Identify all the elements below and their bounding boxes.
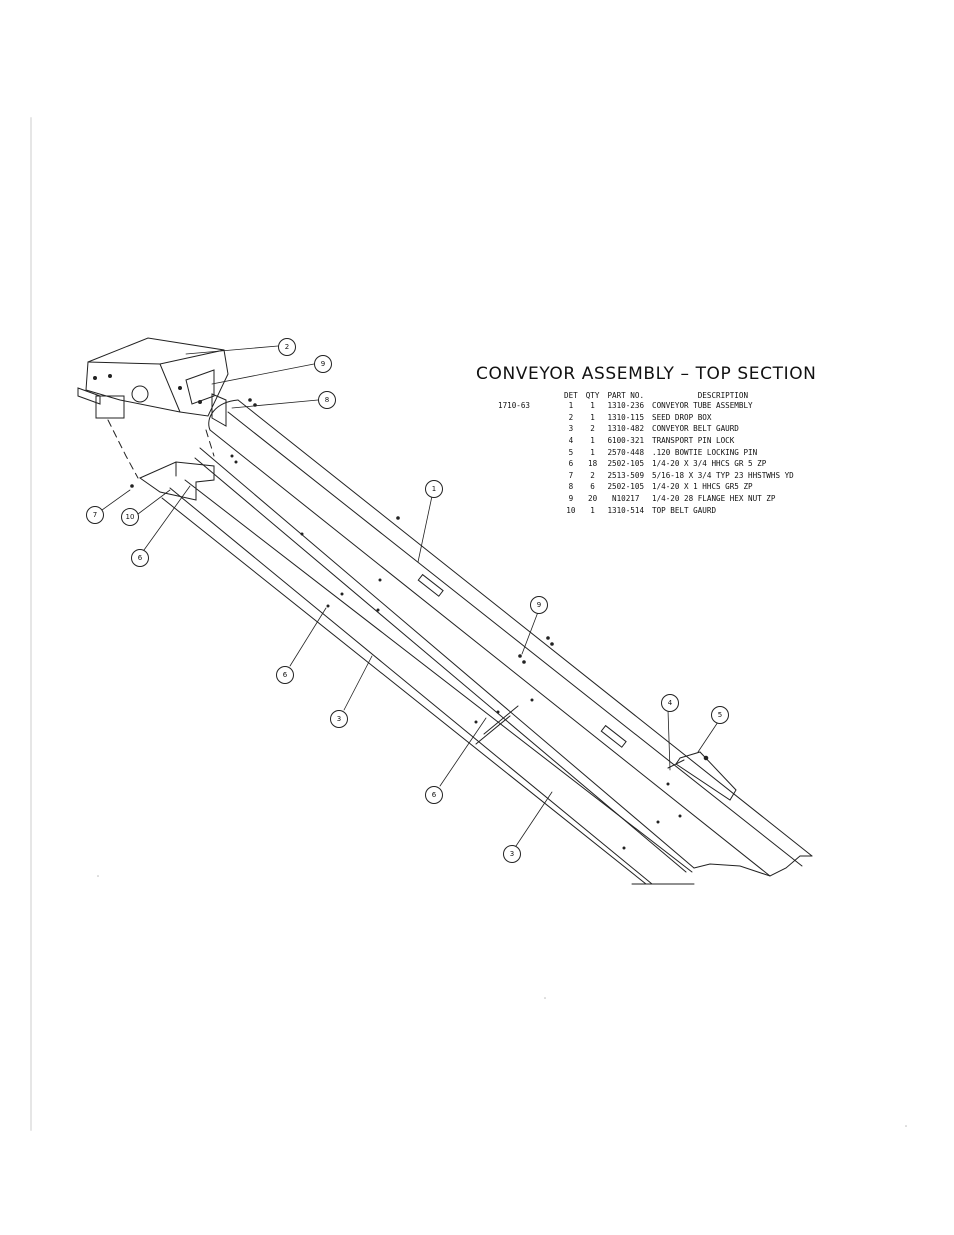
table-row: 9 20 N10217 1/4-20 28 FLANGE HEX NUT ZP: [494, 493, 798, 505]
hardware-dots: [130, 398, 682, 850]
model-spacer: [494, 423, 560, 435]
table-row: 8 6 2502-105 1/4-20 X 1 HHCS GR5 ZP: [494, 481, 798, 493]
model-spacer: [494, 504, 560, 516]
table-row: 6 18 2502-105 1/4-20 X 3/4 HHCS GR 5 ZP: [494, 458, 798, 470]
model-spacer: [494, 481, 560, 493]
model-spacer: [494, 470, 560, 482]
seed-drop-box: [77, 337, 229, 427]
description-cell: CONVEYOR BELT GAURD: [652, 424, 739, 434]
qty-cell: 1: [590, 505, 595, 515]
model-number: 1710-63: [498, 401, 531, 411]
qty-cell: 18: [588, 459, 598, 469]
leader-lines: [101, 345, 719, 847]
scan-specks: [97, 875, 907, 1127]
table-row: 2 1 1310-115 SEED DROP BOX: [494, 412, 798, 424]
det-cell: 3: [568, 424, 574, 434]
table-row: 3 2 1310-482 CONVEYOR BELT GAURD: [494, 423, 798, 435]
part-no-cell: 1310-236: [607, 401, 645, 411]
callout-balloon-3: 3: [330, 710, 348, 728]
part-no-cell: 2502-105: [607, 482, 645, 492]
conveyor-tube: [194, 399, 813, 877]
model-spacer: [494, 493, 560, 505]
table-row: 4 1 6100-321 TRANSPORT PIN LOCK: [494, 435, 798, 447]
table-row: 10 1 1310-514 TOP BELT GAURD: [494, 504, 798, 516]
det-cell: 2: [568, 412, 574, 422]
description-cell: .120 BOWTIE LOCKING PIN: [652, 447, 758, 457]
callout-balloon-6: 6: [425, 786, 443, 804]
qty-cell: 2: [590, 424, 595, 434]
description-cell: TOP BELT GAURD: [652, 505, 717, 515]
model-header-spacer: [494, 390, 560, 400]
callout-balloon-1: 1: [425, 480, 443, 498]
belt-guard: [161, 479, 695, 885]
det-cell: 10: [566, 505, 576, 515]
model-spacer: [494, 435, 560, 447]
description-header: DESCRIPTION: [697, 390, 749, 400]
part-no-header: PART NO.: [607, 390, 645, 400]
part-no-cell: 2502-105: [607, 459, 645, 469]
drawing-title: CONVEYOR ASSEMBLY – TOP SECTION: [476, 364, 817, 384]
callout-balloon-6: 6: [276, 666, 294, 684]
table-row: 5 1 2570-448 .120 BOWTIE LOCKING PIN: [494, 446, 798, 458]
qty-cell: 1: [590, 412, 595, 422]
part-no-cell: 1310-514: [607, 505, 645, 515]
det-cell: 9: [568, 494, 574, 504]
description-cell: 1/4-20 28 FLANGE HEX NUT ZP: [652, 494, 776, 504]
description-cell: CONVEYOR TUBE ASSEMBLY: [652, 401, 753, 411]
callout-balloon-3: 3: [503, 845, 521, 863]
det-cell: 8: [568, 482, 574, 492]
qty-cell: 1: [590, 436, 595, 446]
callout-balloon-5: 5: [711, 706, 729, 724]
det-cell: 6: [568, 459, 574, 469]
part-no-cell: 1310-115: [607, 412, 645, 422]
parts-table: DET QTY PART NO. DESCRIPTION 1710-63 1 1…: [494, 390, 798, 516]
part-no-cell: 6100-321: [607, 436, 645, 446]
part-no-cell: 1310-482: [607, 424, 645, 434]
qty-cell: 20: [588, 494, 598, 504]
table-row: 1710-63 1 1 1310-236 CONVEYOR TUBE ASSEM…: [494, 400, 798, 412]
qty-cell: 6: [590, 482, 595, 492]
description-cell: 5/16-18 X 3/4 TYP 23 HHSTWHS YD: [652, 470, 794, 480]
table-row: 7 2 2513-509 5/16-18 X 3/4 TYP 23 HHSTWH…: [494, 470, 798, 482]
callout-balloon-6: 6: [131, 549, 149, 567]
assembly-dashes: [107, 419, 215, 479]
callout-balloon-4: 4: [661, 694, 679, 712]
description-cell: 1/4-20 X 3/4 HHCS GR 5 ZP: [652, 459, 767, 469]
callout-balloon-9: 9: [530, 596, 548, 614]
callout-balloon-7: 7: [86, 506, 104, 524]
part-no-cell: 2513-509: [607, 470, 645, 480]
transport-pin-lock: [667, 751, 737, 801]
callout-balloon-9: 9: [314, 355, 332, 373]
parts-table-header: DET QTY PART NO. DESCRIPTION: [494, 390, 798, 400]
description-cell: TRANSPORT PIN LOCK: [652, 436, 735, 446]
description-cell: 1/4-20 X 1 HHCS GR5 ZP: [652, 482, 753, 492]
part-no-cell: N10217: [612, 494, 640, 504]
det-header: DET: [564, 390, 578, 400]
qty-header: QTY: [585, 390, 600, 400]
callout-balloon-10: 10: [121, 508, 139, 526]
det-cell: 4: [568, 436, 574, 446]
callout-balloon-8: 8: [318, 391, 336, 409]
qty-cell: 2: [590, 470, 595, 480]
model-spacer: [494, 412, 560, 424]
callout-balloon-2: 2: [278, 338, 296, 356]
part-no-cell: 2570-448: [607, 447, 645, 457]
model-spacer: [494, 446, 560, 458]
det-cell: 7: [568, 470, 574, 480]
det-cell: 5: [568, 447, 574, 457]
qty-cell: 1: [590, 447, 595, 457]
description-cell: SEED DROP BOX: [652, 412, 712, 422]
det-cell: 1: [568, 401, 574, 411]
qty-cell: 1: [590, 401, 595, 411]
model-spacer: [494, 458, 560, 470]
